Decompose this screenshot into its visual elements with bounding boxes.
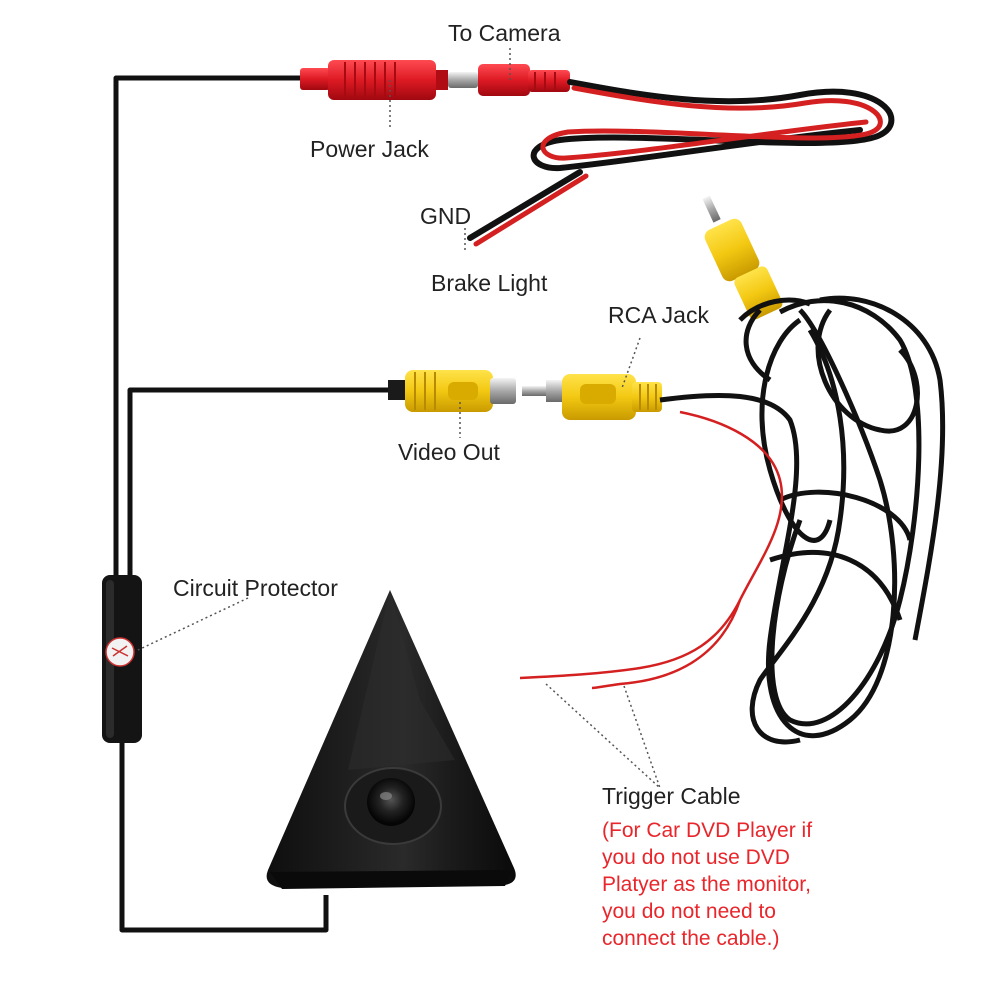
note-line: (For Car DVD Player if bbox=[602, 819, 813, 842]
note-line: you do not need to bbox=[602, 900, 776, 923]
front-camera bbox=[266, 590, 516, 889]
video-out-connector bbox=[388, 370, 516, 412]
to-camera-label: To Camera bbox=[448, 20, 561, 46]
power-jack-connector bbox=[300, 60, 448, 100]
note-line: connect the cable.) bbox=[602, 927, 780, 950]
power-jack-label: Power Jack bbox=[310, 136, 429, 162]
note-line: Platyer as the monitor, bbox=[602, 873, 811, 896]
rca-jack-label: RCA Jack bbox=[608, 302, 709, 328]
circuit-protector-label: Circuit Protector bbox=[173, 575, 338, 601]
trigger-cable-note: (For Car DVD Player if you do not use DV… bbox=[602, 817, 812, 952]
rca-jack-video-connector bbox=[522, 374, 662, 420]
main-cable bbox=[113, 75, 390, 933]
gnd-label: GND bbox=[420, 203, 472, 229]
to-camera-connector bbox=[448, 64, 570, 96]
power-cable-coil bbox=[467, 79, 895, 247]
camera-lens-icon bbox=[367, 778, 415, 826]
circuit-protector bbox=[102, 575, 142, 743]
rca-plug-upper bbox=[702, 195, 783, 320]
video-out-label: Video Out bbox=[398, 439, 500, 465]
trigger-wire bbox=[519, 410, 784, 690]
note-line: you do not use DVD bbox=[602, 846, 790, 869]
trigger-cable-label: Trigger Cable bbox=[602, 783, 741, 809]
brake-light-label: Brake Light bbox=[431, 270, 548, 296]
extension-cable-coil bbox=[659, 295, 946, 745]
leader-lines bbox=[137, 48, 661, 789]
